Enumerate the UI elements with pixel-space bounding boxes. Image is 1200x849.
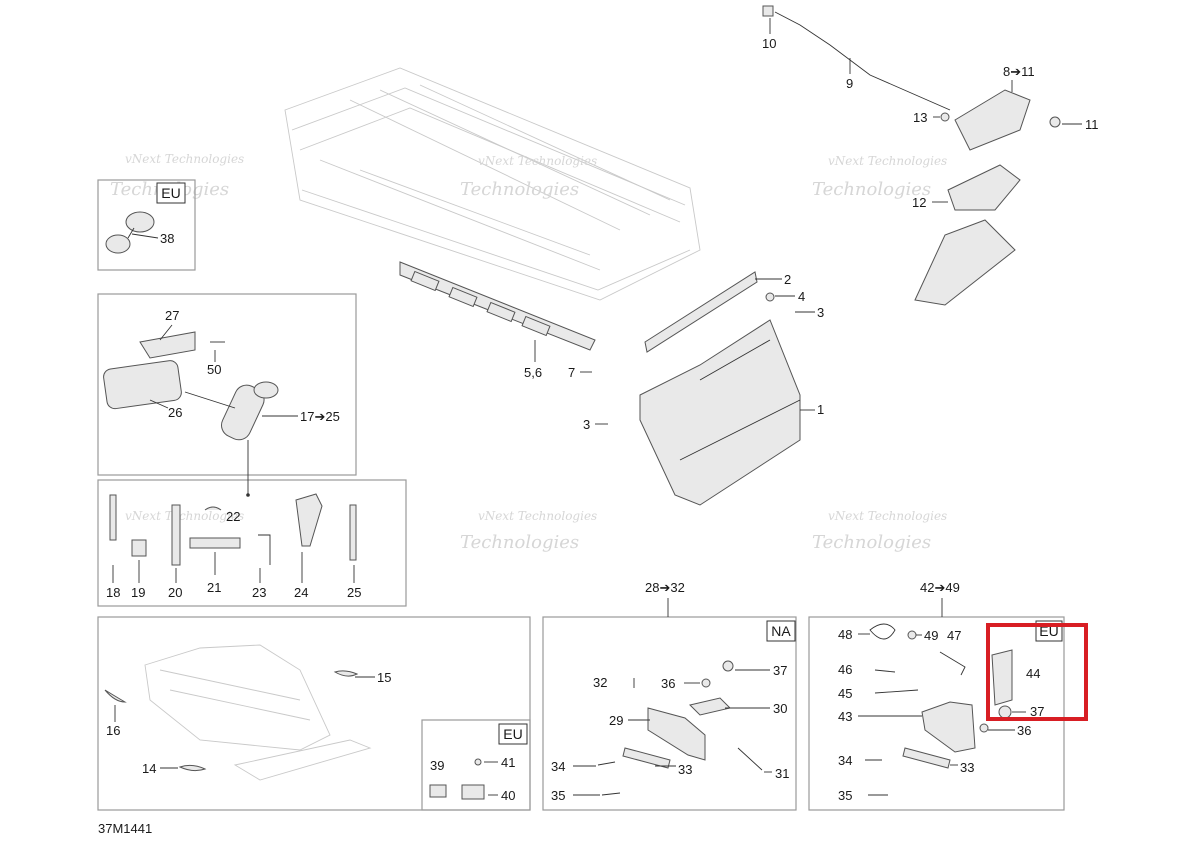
callout-14: 14 xyxy=(142,761,156,776)
callout-36: 36 xyxy=(661,676,675,691)
mud-flap-assembly xyxy=(399,261,801,506)
decal-39 xyxy=(429,784,447,798)
eu-bracket-parts xyxy=(865,623,1013,796)
callout-43: 43 xyxy=(838,709,852,724)
decal-41 xyxy=(474,758,482,766)
callout-2: 2 xyxy=(784,272,791,287)
callout-8-11: 8➔11 xyxy=(1003,64,1035,79)
callout-3: 3 xyxy=(817,305,824,320)
na-bracket-parts xyxy=(597,660,763,796)
callout-46: 46 xyxy=(838,662,852,677)
callout-24: 24 xyxy=(294,585,308,600)
tool-kit-parts xyxy=(109,493,357,566)
panel-eu-decals xyxy=(421,719,531,811)
seat-ghost-outline xyxy=(284,67,701,301)
callout-37b: 37 xyxy=(1030,704,1044,719)
watermark-text: Technologies xyxy=(460,179,579,200)
watermark-group: vNext Technologies Technologies vNext Te… xyxy=(110,152,947,553)
callout-30: 30 xyxy=(773,701,787,716)
panel-storage-bag xyxy=(97,293,357,476)
callout-32: 32 xyxy=(593,675,607,690)
watermark-text: Technologies xyxy=(812,532,931,553)
callout-35b: 35 xyxy=(838,788,852,803)
callout-45: 45 xyxy=(838,686,852,701)
callout-21: 21 xyxy=(207,580,221,595)
callout-5-6: 5,6 xyxy=(524,365,542,380)
region-tag-box xyxy=(498,723,528,745)
panel-eu-mirror xyxy=(97,179,196,271)
decal-40 xyxy=(461,784,485,800)
mirror-part xyxy=(105,211,155,254)
callout-28-32: 28➔32 xyxy=(645,580,685,595)
callout-26: 26 xyxy=(168,405,182,420)
callout-38: 38 xyxy=(160,231,174,246)
panel-decals xyxy=(97,616,531,811)
callout-33b: 33 xyxy=(960,760,974,775)
callout-40: 40 xyxy=(501,788,515,803)
snowmobile-outline xyxy=(104,644,372,781)
callout-47: 47 xyxy=(947,628,961,643)
callout-31: 31 xyxy=(775,766,789,781)
watermark-text: vNext Technologies xyxy=(478,509,597,523)
leader-dot xyxy=(246,493,250,497)
callout-18: 18 xyxy=(106,585,120,600)
watermark-text: Technologies xyxy=(460,532,579,553)
highlight-box xyxy=(986,623,1088,721)
callout-16: 16 xyxy=(106,723,120,738)
callout-42-49: 42➔49 xyxy=(920,580,960,595)
callout-34b: 34 xyxy=(838,753,852,768)
callout-17-25: 17➔25 xyxy=(300,409,340,424)
region-tag-box xyxy=(766,620,796,642)
callout-9: 9 xyxy=(846,76,853,91)
tail-light-assembly xyxy=(762,5,1061,306)
diagram-id: 37M1441 xyxy=(98,821,152,836)
callout-25: 25 xyxy=(347,585,361,600)
callout-37: 37 xyxy=(773,663,787,678)
callout-3b: 3 xyxy=(583,417,590,432)
storage-bag-part xyxy=(103,331,279,441)
watermark-text: vNext Technologies xyxy=(828,509,947,523)
callout-34: 34 xyxy=(551,759,565,774)
region-tag-na: NA xyxy=(771,623,791,639)
callout-12: 12 xyxy=(912,195,926,210)
watermark-text: vNext Technologies xyxy=(828,154,947,168)
watermark-text: Technologies xyxy=(812,179,931,200)
callout-44: 44 xyxy=(1026,666,1040,681)
callout-48: 48 xyxy=(838,627,852,642)
callout-36b: 36 xyxy=(1017,723,1031,738)
callout-23: 23 xyxy=(252,585,266,600)
panel-na-bracket xyxy=(542,616,797,811)
callout-50: 50 xyxy=(207,362,221,377)
callout-11: 11 xyxy=(1085,117,1099,132)
region-tag-eu: EU xyxy=(503,726,522,742)
watermark-text: vNext Technologies xyxy=(125,152,244,166)
callout-1: 1 xyxy=(817,402,824,417)
callout-13: 13 xyxy=(913,110,927,125)
region-tag-eu: EU xyxy=(161,185,180,201)
callout-29: 29 xyxy=(609,713,623,728)
callout-49: 49 xyxy=(924,628,938,643)
callout-41: 41 xyxy=(501,755,515,770)
region-tag-box xyxy=(156,182,186,204)
callout-27: 27 xyxy=(165,308,179,323)
callout-33: 33 xyxy=(678,762,692,777)
callout-19: 19 xyxy=(131,585,145,600)
nut-4 xyxy=(765,292,775,302)
watermark-text: vNext Technologies xyxy=(125,509,244,523)
panel-tool-kit xyxy=(97,479,407,607)
callout-15: 15 xyxy=(377,670,391,685)
callout-4: 4 xyxy=(798,289,805,304)
panel-eu-bracket xyxy=(808,616,1065,811)
callout-22: 22 xyxy=(226,509,240,524)
callout-10: 10 xyxy=(762,36,776,51)
callout-7: 7 xyxy=(568,365,575,380)
callout-39: 39 xyxy=(430,758,444,773)
callout-20: 20 xyxy=(168,585,182,600)
callout-35: 35 xyxy=(551,788,565,803)
watermark-text: vNext Technologies xyxy=(478,154,597,168)
